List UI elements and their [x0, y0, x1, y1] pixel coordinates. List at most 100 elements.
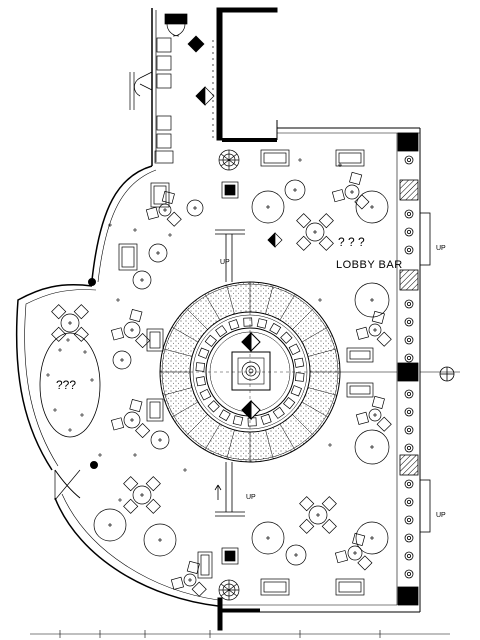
chair [129, 308, 143, 323]
labels: LOBBY BAR ? ? ? ??? UP UP UP UP [56, 235, 446, 519]
dimension-line [30, 630, 450, 638]
sofa [146, 398, 164, 422]
bar-stool-center [406, 536, 411, 541]
sofa [346, 382, 374, 398]
bar-radial-line [171, 326, 199, 343]
sofa-cushion [338, 581, 362, 593]
bar-stool [404, 497, 414, 507]
bar-seat [199, 388, 212, 401]
bar-seat [232, 415, 244, 426]
chair [73, 304, 89, 320]
bar-radial-line [186, 414, 208, 436]
bar-radial-line [279, 423, 296, 451]
round-table [368, 323, 382, 337]
bar-stool [404, 245, 414, 255]
chair [161, 190, 175, 204]
sofa-cushion [349, 385, 371, 395]
round-table [251, 521, 285, 555]
chair [145, 498, 161, 514]
round-table [186, 199, 204, 217]
bar-radial-line [301, 401, 329, 418]
bar-radial-line [307, 348, 337, 357]
chair [321, 496, 337, 512]
bar-seat [288, 343, 301, 356]
sofa-cushion [263, 152, 287, 164]
chair [376, 331, 392, 347]
chair [145, 476, 161, 492]
bar-radial-line [171, 401, 199, 418]
round-table [305, 222, 325, 242]
bar-seat [218, 409, 231, 422]
sofa-cushion [338, 152, 362, 164]
sofa-cushion [121, 246, 135, 268]
bar-stool-center [406, 499, 411, 504]
bar-stool [404, 551, 414, 561]
sofa [118, 243, 138, 271]
bar-seat [294, 357, 305, 368]
bar-radial-line [279, 293, 296, 321]
bar-counter [397, 132, 460, 606]
sofa [260, 578, 290, 596]
round-table [123, 411, 141, 429]
bar-seat [204, 334, 217, 348]
round-table [284, 179, 306, 201]
oval-label: ??? [56, 378, 76, 392]
bar-stool [404, 353, 414, 363]
round-table [150, 430, 170, 450]
room-label: LOBBY BAR [336, 259, 403, 271]
bar-radial-line [204, 293, 221, 321]
chair [371, 395, 385, 409]
chair [321, 518, 337, 534]
bar-radial-line [265, 285, 274, 315]
chair [371, 310, 385, 324]
bar-stool-center [406, 409, 411, 414]
bar-stool [404, 335, 414, 345]
round-table [132, 485, 152, 505]
chair [299, 518, 315, 534]
bar-stool-center [406, 301, 411, 306]
bar-seat [195, 362, 206, 372]
chair [110, 417, 125, 431]
chair [299, 496, 315, 512]
bar-stool [404, 227, 414, 237]
round-table [251, 190, 285, 224]
chair [354, 194, 370, 210]
round-table [354, 429, 390, 465]
bar-seat [294, 372, 305, 382]
round-table [368, 408, 382, 422]
chair [355, 411, 369, 425]
chair [334, 550, 349, 564]
bar-radial-line [307, 387, 337, 396]
bar-seat [228, 319, 240, 331]
bar-radial-line [226, 429, 235, 459]
round-table [183, 573, 197, 587]
bar-radial-line [292, 308, 314, 330]
bar-stool [404, 389, 414, 399]
bar-seat [260, 413, 272, 425]
chair [318, 213, 334, 229]
sofa-cushion [200, 554, 210, 576]
bar-stool [404, 515, 414, 525]
stair-bridges [214, 229, 245, 517]
bar-stool-center [406, 211, 411, 216]
chair [110, 327, 125, 341]
chair [135, 333, 151, 349]
entry-doors [54, 13, 188, 501]
chair [166, 211, 182, 227]
bar-stool-center [406, 355, 411, 360]
bar-radial-line [163, 387, 193, 396]
bar-seat [256, 318, 268, 329]
chair [296, 213, 312, 229]
bar-stool [404, 479, 414, 489]
chair [296, 235, 312, 251]
round-table [93, 508, 127, 542]
chair [51, 304, 67, 320]
chair [123, 476, 139, 492]
round-table [132, 270, 152, 290]
sofa [260, 149, 290, 167]
bar-seat [272, 406, 285, 419]
bar-stool [404, 407, 414, 417]
round-table [148, 243, 168, 263]
